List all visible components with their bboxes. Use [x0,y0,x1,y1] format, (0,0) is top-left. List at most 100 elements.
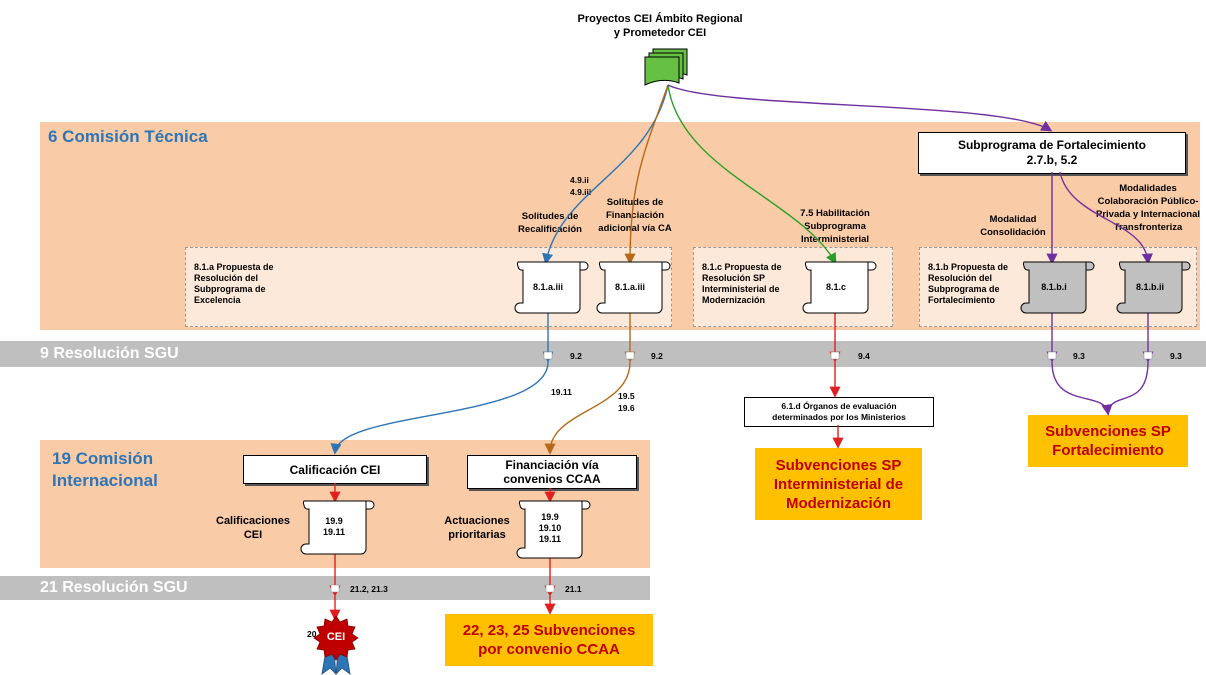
group-8-1-c-label: 8.1.c Propuesta de Resolución SP Intermi… [702,262,782,306]
ref-4-9-iii: 4.9.iii [570,187,592,197]
label-finan-line2: Financiación [605,210,665,221]
group-b-line3: Subprograma de [928,284,1000,294]
scroll-3-text: 8.1.c [825,282,847,292]
label-financiacion-adicional: Solitudes de Financiación adicional vía … [585,196,685,235]
label-finan-line1: Solitudes de [606,197,664,208]
ref-9-3a: 9.3 [1073,351,1085,361]
cei-seal-text: CEI [326,631,346,643]
fortalecimiento-box: Subprograma de Fortalecimiento 2.7.b, 5.… [918,132,1186,174]
label-calificaciones-cei: Calificaciones CEI [208,514,298,542]
scroll-7-text: 19.9 19.10 19.11 [522,512,578,545]
label-hab-line3: Interministerial [800,234,870,245]
scroll-6-line2: 19.11 [322,527,346,537]
documents-icon [644,48,688,86]
label-recalificacion: Solitudes de Recalificación [500,210,600,236]
sp-inter-line2: Interministerial de [773,475,904,493]
group-c-line3: Interministerial de [702,284,780,294]
arrow-brown-to-financiacion [544,361,631,455]
ref-19-11: 19.11 [551,387,572,397]
label-actuaciones-prioritarias: Actuaciones prioritarias [432,514,522,542]
organos-evaluacion-box: 6.1.d Órganos de evaluación determinados… [744,397,934,427]
marker-9-2a [543,351,553,360]
marker-9-2b [625,351,635,360]
scroll-8-1-a-iii-2 [596,261,671,314]
label-finan-line3: adicional vía CA [598,223,672,234]
arrow-purple-merge-a [1051,361,1113,416]
conv-line1: 22, 23, 25 Subvenciones [462,622,636,639]
group-8-1-b-label: 8.1.b Propuesta de Resolución del Subpro… [928,262,1008,306]
calificacion-cei-text: Calificación CEI [289,462,381,477]
marker-21-2 [330,584,340,593]
output-sp-interministerial: Subvenciones SP Interministerial de Mode… [755,448,922,520]
label-colab-line2: Colaboración Público- [1097,196,1199,207]
group-b-line2: Resolución del [928,273,993,283]
fortalecimiento-line1: Subprograma de Fortalecimiento [957,138,1147,152]
finconv-line1: Financiación vía [505,458,599,472]
ref-19-5: 19.5 [618,391,635,401]
scroll-8-1-b-ii [1116,261,1191,314]
financiacion-convenios-box: Financiación vía convenios CCAA [467,455,637,489]
cei-seal-icon [313,615,359,675]
arrow-green-habilitacion [667,84,837,265]
arrow-blue-to-calificacion [330,361,549,455]
label-actu-line1: Actuaciones [444,515,510,527]
section-9-title: 9 Resolución SGU [40,345,179,362]
group-a-line1: 8.1.a Propuesta de [194,262,274,272]
ref-9-2b: 9.2 [651,351,663,361]
sp-fort-line1: Subvenciones SP [1045,423,1171,440]
scroll-7-line2: 19.10 [538,523,562,533]
top-title: Proyectos CEI Ámbito Regional y Prometed… [540,12,780,40]
top-title-line1: Proyectos CEI Ámbito Regional [577,13,743,25]
sp-inter-line3: Modernización [785,494,891,512]
label-califs-line1: Calificaciones [216,515,290,527]
ref-9-3b: 9.3 [1170,351,1182,361]
ref-21-1: 21.1 [565,584,582,594]
scroll-1-text: 8.1.a.iii [532,282,564,292]
section-6-title: 6 Comisión Técnica [48,127,208,146]
scroll-5-text: 8.1.b.ii [1135,282,1164,292]
marker-9-3a [1047,351,1057,360]
section-21-title: 21 Resolución SGU [40,579,188,596]
section-19-title: 19 Comisión Internacional [52,448,158,492]
label-consol-line1: Modalidad [989,214,1037,225]
top-title-line2: y Prometedor CEI [613,27,707,39]
group-a-line3: Subprograma de [194,284,266,294]
ref-20: 20 [307,629,317,639]
calificacion-cei-box: Calificación CEI [243,455,427,484]
section-19-line2: Internacional [52,471,158,490]
finconv-line2: convenios CCAA [503,472,601,486]
label-consol-line2: Consolidación [980,227,1046,238]
output-sp-fortalecimiento: Subvenciones SP Fortalecimiento [1028,415,1188,467]
fortalecimiento-line2: 2.7.b, 5.2 [1026,153,1078,167]
label-califs-line2: CEI [243,529,263,541]
scroll-4-text: 8.1.b.i [1041,282,1067,292]
ref-4-9-ii: 4.9.ii [570,175,589,185]
ref-19-6: 19.6 [618,403,635,413]
group-c-line1: 8.1.c Propuesta de [702,262,782,272]
arrow-blue-recalificacion [542,84,669,265]
scroll-7-line3: 19.11 [538,534,562,544]
output-subvenciones-convenio: 22, 23, 25 Subvenciones por convenio CCA… [445,614,653,666]
group-a-line4: Excelencia [194,295,241,305]
marker-21-1 [545,584,555,593]
label-hab-line1: 7.5 Habilitación [800,208,870,219]
group-c-line2: Resolución SP [702,273,766,283]
scroll-8-1-a-iii-1 [514,261,589,314]
scroll-actuaciones [516,500,591,559]
scroll-6-text: 19.9 19.11 [306,516,362,538]
band-resolucion-sgu-9 [0,341,1206,367]
group-8-1-a-label: 8.1.a Propuesta de Resolución del Subpro… [194,262,274,306]
section-19-line1: 19 Comisión [52,449,154,468]
sp-fort-line2: Fortalecimiento [1052,442,1164,459]
label-hab-line2: Subprograma [804,221,866,232]
label-recal-line1: Solitudes de [521,211,579,222]
label-habilitacion: 7.5 Habilitación Subprograma Interminist… [780,207,890,246]
ref-9-2a: 9.2 [570,351,582,361]
scroll-calificaciones [300,500,375,555]
marker-9-4 [830,351,840,360]
conv-line2: por convenio CCAA [478,641,620,658]
group-b-line1: 8.1.b Propuesta de [928,262,1009,272]
scroll-8-1-b-i [1020,261,1095,314]
group-a-line2: Resolución del [194,273,259,283]
